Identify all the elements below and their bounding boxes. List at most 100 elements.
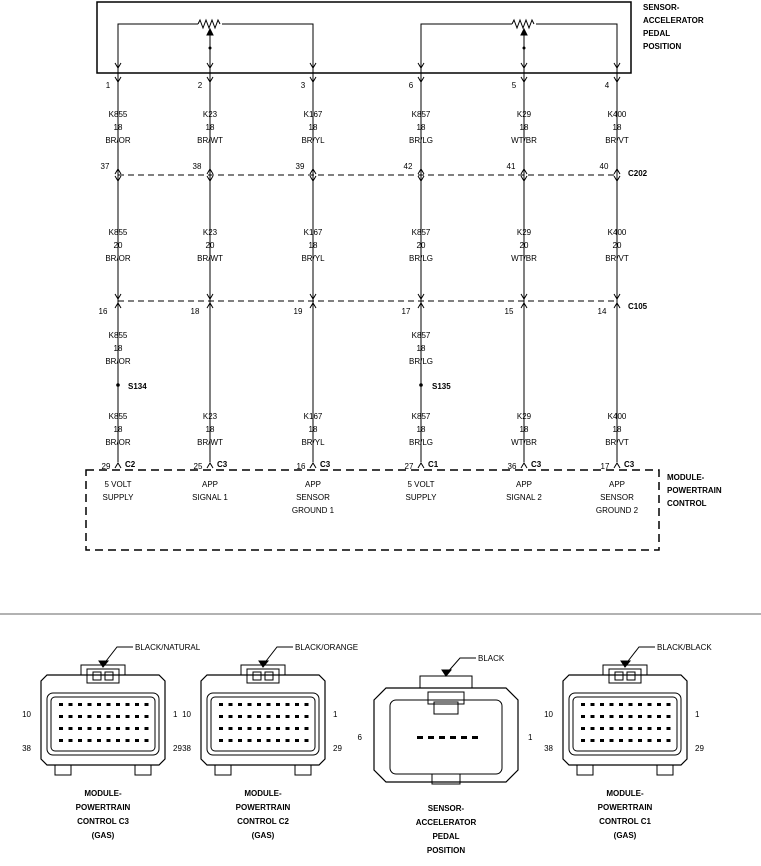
module-box: [85, 469, 660, 551]
wire-label: K857: [412, 412, 431, 421]
connector-pin: [78, 703, 82, 706]
connector-pin: [59, 727, 63, 730]
connector-pin: [144, 739, 149, 742]
connector-pin: [247, 715, 252, 718]
c105-pin-glyph: [520, 302, 528, 309]
connector-caption: POWERTRAIN: [236, 803, 291, 812]
c105-pin-glyph: [309, 293, 317, 300]
connector-cavity: [568, 692, 682, 756]
c105-pin-glyph: [520, 293, 528, 300]
connector-pin: [600, 727, 604, 730]
connector-pin: [295, 715, 299, 718]
connector-shell: [200, 674, 326, 766]
wire-label: K855: [109, 331, 128, 340]
connector-pin: [285, 727, 290, 730]
pcm-function-label: APP: [516, 480, 532, 489]
pcm-connector-label: C3: [217, 460, 228, 469]
sensor-internal-wire: [222, 23, 314, 60]
connector-pin: [600, 703, 604, 706]
pcm-function-label: SENSOR: [296, 493, 330, 502]
connector-pin-number: 10: [544, 710, 553, 719]
connector-latch-tab: [427, 691, 465, 705]
c105-pin-number: 16: [99, 307, 108, 316]
wire-label: K855: [109, 228, 128, 237]
c105-pin-number: 15: [505, 307, 514, 316]
connector-pin: [59, 715, 63, 718]
connector-foot: [214, 764, 232, 776]
color-leader: [624, 646, 655, 666]
color-arrow: [258, 660, 270, 668]
connector-pin: [219, 739, 223, 742]
wire-label: BR/YL: [301, 136, 325, 145]
connector-inner: [572, 696, 678, 752]
wire-label: K29: [517, 412, 532, 421]
connector-caption: (GAS): [614, 831, 637, 840]
connector-pin: [116, 703, 120, 706]
connector-color-label: BLACK: [478, 654, 505, 663]
c105-label: C105: [628, 302, 648, 311]
connector-shell: [373, 687, 519, 783]
splice-s134-label: S134: [128, 382, 147, 391]
connector-pin: [609, 727, 614, 730]
connector-color-label: BLACK/ORANGE: [295, 643, 358, 652]
c202-pin-number: 38: [193, 162, 202, 171]
c202-pin-glyph: [206, 175, 214, 182]
wire-label: BR/OR: [105, 136, 131, 145]
connector-caption: CONTROL C2: [237, 817, 289, 826]
connector-pin: [638, 727, 642, 730]
connector-pin: [295, 727, 299, 730]
sensor-pin-glyph: [520, 76, 528, 83]
connector-pin: [144, 715, 149, 718]
connector-pin: [87, 703, 92, 706]
connector-pin: [628, 739, 633, 742]
c105-pin-glyph: [114, 302, 122, 309]
connector-pin: [609, 703, 614, 706]
c202-pin-glyph: [417, 168, 425, 175]
connector-latch-tab: [104, 671, 114, 681]
connector-caption: MODULE-: [84, 789, 122, 798]
wire-label: 20: [206, 241, 215, 250]
connector-pin: [78, 739, 82, 742]
connector-pin: [266, 739, 271, 742]
wiper-dot: [522, 46, 526, 50]
pcm-pin-glyph: [309, 462, 317, 469]
connector-pin: [266, 703, 271, 706]
connector-pin: [619, 703, 623, 706]
pcm-pin-glyph: [613, 462, 621, 469]
wire-label: BR/LG: [409, 136, 433, 145]
pcm-pin-glyph: [206, 462, 214, 469]
wire-label: BR/VT: [605, 254, 629, 263]
pcm-pin-number: 16: [297, 462, 306, 471]
connector-pin: [276, 715, 280, 718]
pcm-pin-glyph: [417, 462, 425, 469]
pcm-connector-label: C3: [624, 460, 635, 469]
connector-pin: [135, 703, 139, 706]
sensor-label: ACCELERATOR: [643, 16, 704, 25]
connector-pin: [87, 715, 92, 718]
wire-label: BR/VT: [605, 136, 629, 145]
connector-pin-number: 38: [182, 744, 191, 753]
connector-pin: [238, 715, 242, 718]
wire-label: BR/LG: [409, 438, 433, 447]
c105-pin-glyph: [417, 302, 425, 309]
connector-pin: [266, 715, 271, 718]
connector-foot: [656, 764, 674, 776]
connector-key: [431, 774, 461, 785]
pcm-function-label: APP: [305, 480, 321, 489]
connector-pin: [238, 703, 242, 706]
connector-pin-number: 1: [173, 710, 178, 719]
wire-label: K29: [517, 228, 532, 237]
connector-pin: [628, 703, 633, 706]
c105-pin-glyph: [417, 293, 425, 300]
connector-pin: [116, 715, 120, 718]
connector-pin: [228, 703, 233, 706]
connector-foot: [54, 764, 72, 776]
connector-caption: POWERTRAIN: [598, 803, 653, 812]
wire-label: K23: [203, 110, 218, 119]
wire-label: K167: [304, 110, 323, 119]
connector-pin: [106, 739, 111, 742]
sensor-pin-glyph: [613, 76, 621, 83]
wire-label: K857: [412, 228, 431, 237]
pcm-pin-glyph: [520, 462, 528, 469]
